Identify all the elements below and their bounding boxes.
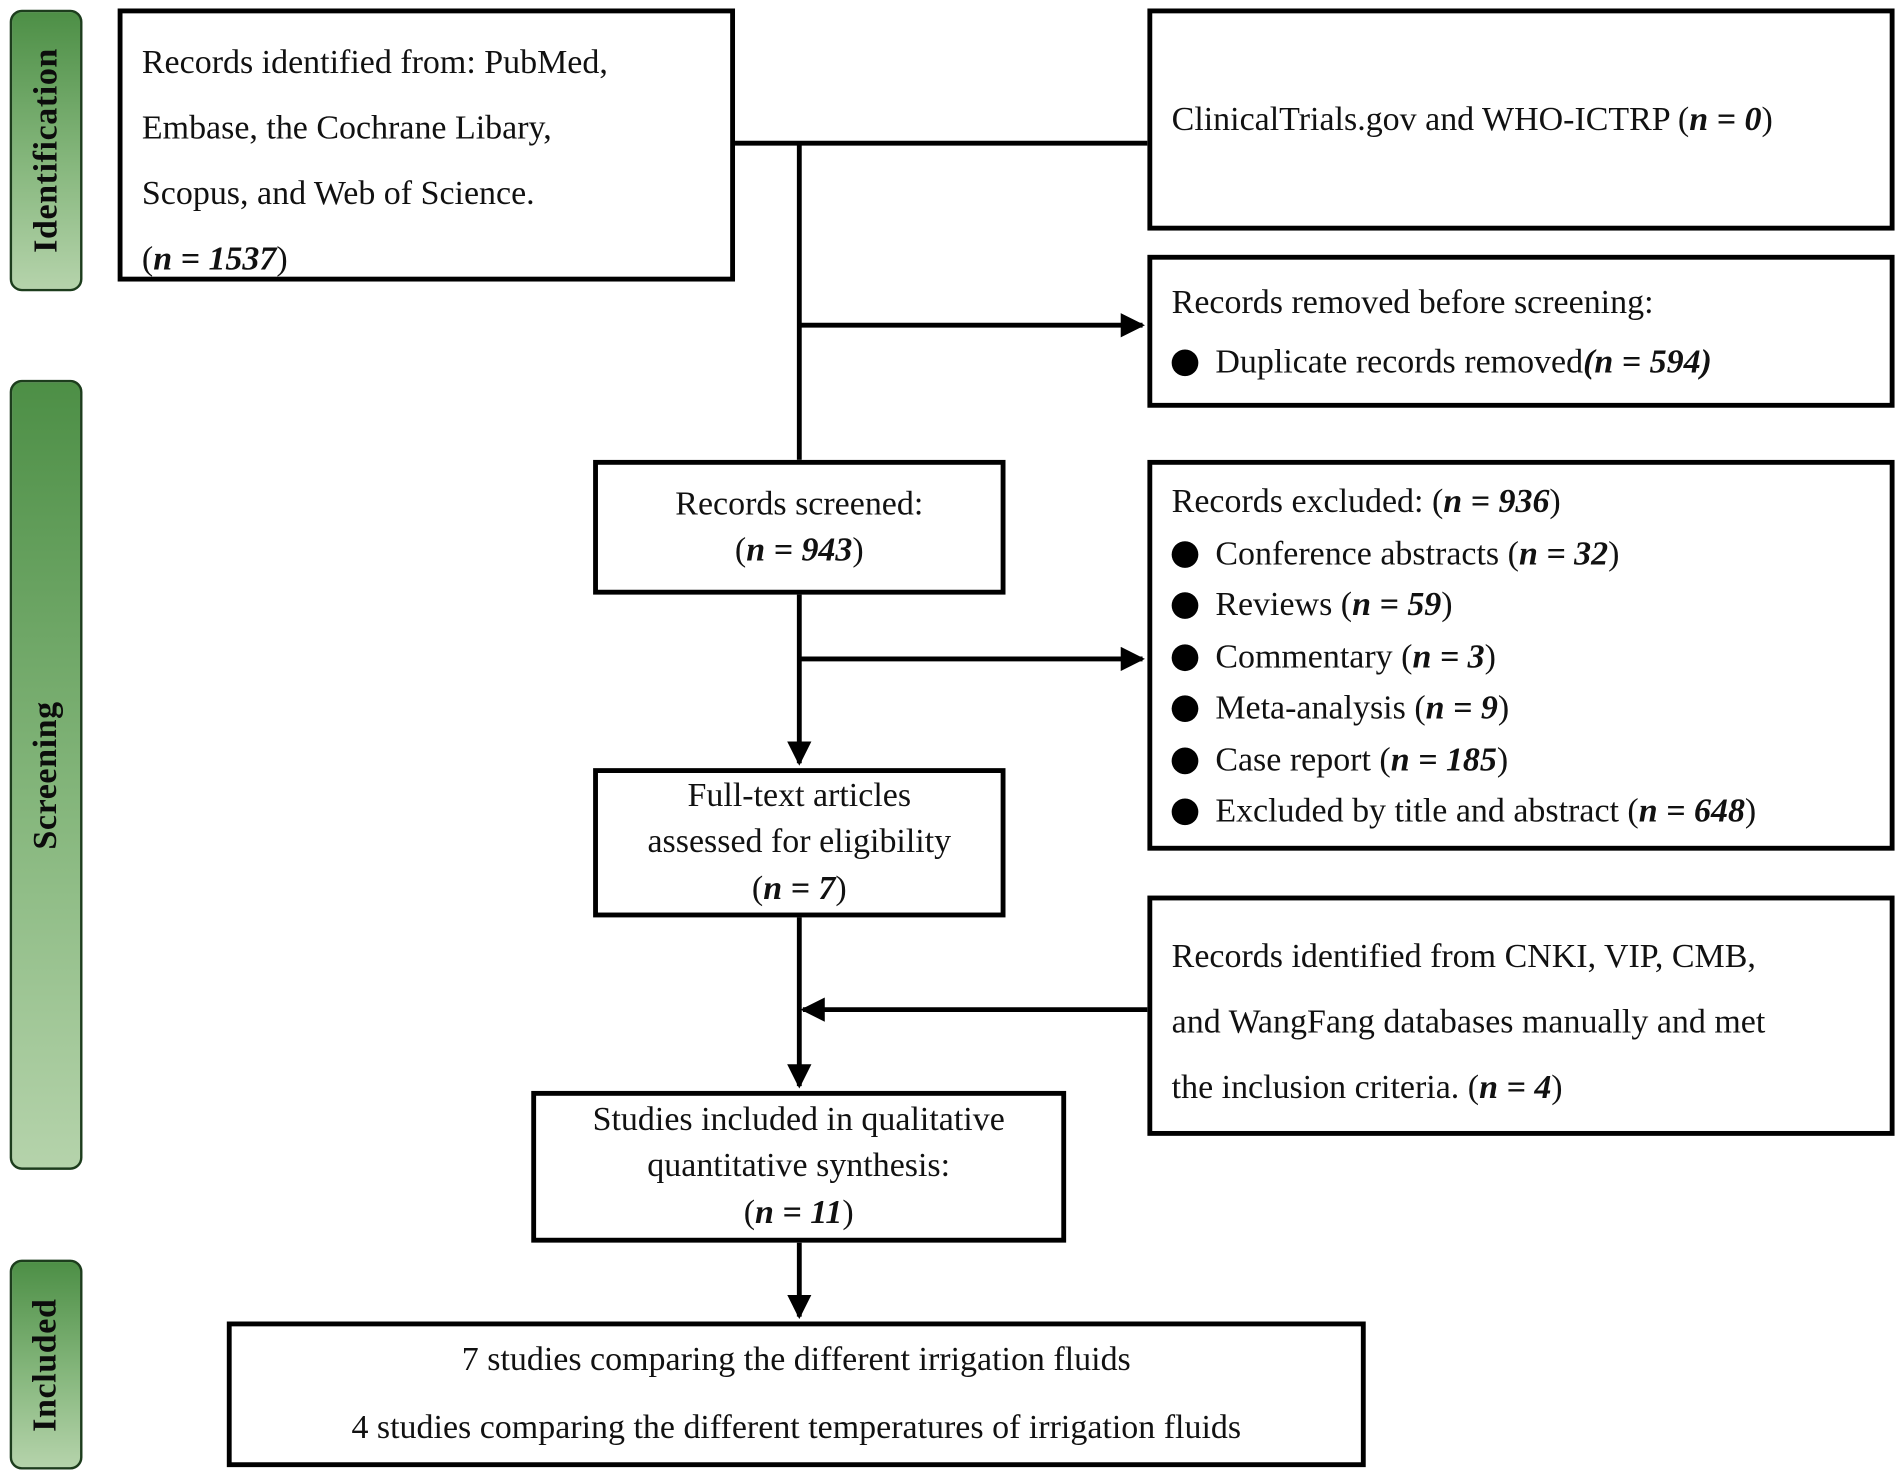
fulltext-box: Full-text articles assessed for eligibil…	[593, 768, 1006, 918]
registers-text: ClinicalTrials.gov and WHO-ICTRP (n = 0)	[1171, 100, 1773, 138]
fulltext-line-1: Full-text articles	[687, 776, 912, 814]
manual-line-2: and WangFang databases manually and met	[1171, 1003, 1766, 1042]
databases-line-1: Records identified from: PubMed,	[141, 43, 608, 82]
registers-box: ClinicalTrials.gov and WHO-ICTRP (n = 0)	[1147, 8, 1895, 231]
bullet-dot	[1171, 798, 1199, 826]
excluded-item: Case report (n = 185)	[1171, 735, 1871, 787]
excluded-box: Records excluded: (n = 936) Conference a…	[1147, 459, 1895, 851]
included-box: 7 studies comparing the different irriga…	[226, 1321, 1366, 1468]
removed-duplicates-item: Duplicate records removed (n = 594)	[1171, 328, 1871, 398]
excluded-title: Records excluded: (n = 936)	[1171, 482, 1561, 521]
bullet-dot	[1171, 540, 1199, 568]
synthesis-count: (n = 11)	[743, 1193, 854, 1232]
phase-included: Included	[9, 1259, 83, 1470]
excluded-item: Conference abstracts (n = 32)	[1171, 528, 1871, 580]
databases-line-3: Scopus, and Web of Science.	[141, 174, 535, 213]
synthesis-line-1: Studies included in qualitative	[592, 1100, 1005, 1138]
manual-line-1: Records identified from CNKI, VIP, CMB,	[1171, 938, 1756, 976]
screened-title: Records screened:	[675, 485, 924, 523]
bullet-dot	[1171, 592, 1199, 620]
excluded-item: Excluded by title and abstract (n = 648)	[1171, 786, 1871, 838]
databases-line-2: Embase, the Cochrane Libary,	[141, 109, 552, 147]
databases-box: Records identified from: PubMed, Embase,…	[117, 8, 736, 282]
fulltext-count: (n = 7)	[751, 869, 847, 908]
manual-line-3: the inclusion criteria. (n = 4)	[1171, 1069, 1563, 1107]
synthesis-line-2: quantitative synthesis:	[647, 1146, 951, 1185]
excluded-item: Commentary (n = 3)	[1171, 632, 1871, 684]
included-line-1: 7 studies comparing the different irriga…	[461, 1340, 1131, 1379]
manual-search-box: Records identified from CNKI, VIP, CMB, …	[1147, 895, 1895, 1136]
fulltext-line-2: assessed for eligibility	[647, 822, 952, 861]
excluded-item: Meta-analysis (n = 9)	[1171, 683, 1871, 735]
removed-title: Records removed before screening:	[1171, 283, 1654, 322]
phase-identification: Identification	[9, 9, 83, 292]
synthesis-box: Studies included in qualitative quantita…	[531, 1090, 1067, 1243]
bullet-dot	[1171, 644, 1199, 671]
removed-box: Records removed before screening: Duplic…	[1147, 254, 1895, 408]
included-line-2: 4 studies comparing the different temper…	[351, 1408, 1242, 1447]
screened-count: (n = 943)	[734, 530, 864, 569]
bullet-dot	[1171, 747, 1199, 774]
phase-screening: Screening	[9, 379, 83, 1170]
bullet-dot	[1171, 695, 1199, 723]
screened-box: Records screened: (n = 943)	[593, 459, 1006, 595]
excluded-item: Reviews (n = 59)	[1171, 580, 1871, 632]
databases-count: (n = 1537)	[141, 240, 288, 278]
bullet-dot	[1171, 349, 1199, 377]
